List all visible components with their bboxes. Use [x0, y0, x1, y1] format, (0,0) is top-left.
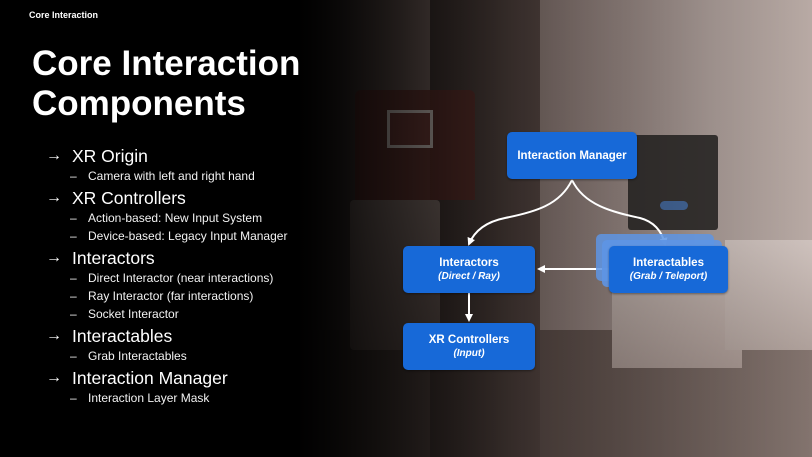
sub-bullet-label: Interaction Layer Mask [88, 391, 210, 405]
sub-bullet-label: Camera with left and right hand [88, 169, 255, 183]
node-subtitle: (Grab / Teleport) [629, 271, 708, 282]
node-title: Interaction Manager [517, 149, 627, 162]
bullet-item: → Interaction Manager [46, 367, 376, 389]
bullet-label: Interaction Manager [72, 367, 228, 388]
right-arrow-icon: → [46, 147, 62, 164]
node-title: Interactables [633, 257, 704, 269]
slide-title: Core Interaction Components [32, 44, 362, 124]
dash-icon: – [70, 271, 77, 285]
bullet-item: → Interactables [46, 325, 376, 347]
sub-bullet-item: –Action-based: New Input System [46, 209, 376, 227]
slide-title-line1: Core Interaction [32, 44, 301, 83]
sub-bullet-label: Direct Interactor (near interactions) [88, 271, 274, 285]
node-interaction-manager: Interaction Manager [507, 132, 637, 179]
dash-icon: – [70, 289, 77, 303]
node-title: XR Controllers [428, 334, 510, 346]
node-subtitle: (Direct / Ray) [438, 271, 500, 282]
right-arrow-icon: → [46, 327, 62, 344]
sub-bullet-label: Socket Interactor [88, 307, 179, 321]
bullet-label: Interactables [72, 325, 173, 346]
right-arrow-icon: → [46, 369, 62, 386]
sub-bullet-item: –Grab Interactables [46, 347, 376, 365]
slide-title-line2: Components [32, 84, 246, 123]
node-interactables: Interactables (Grab / Teleport) [609, 246, 728, 293]
node-title: Interactors [439, 257, 499, 269]
bullet-item: → XR Origin [46, 145, 376, 167]
arrow-manager-to-interactables [571, 179, 668, 246]
bullet-label: XR Origin [72, 145, 148, 166]
right-arrow-icon: → [46, 189, 62, 206]
dash-icon: – [70, 211, 77, 225]
bullet-item: → XR Controllers [46, 187, 376, 209]
sub-bullet-label: Grab Interactables [88, 349, 187, 363]
section-label: Core Interaction [29, 10, 99, 20]
sub-bullet-label: Ray Interactor (far interactions) [88, 289, 254, 303]
sub-bullet-item: –Socket Interactor [46, 305, 376, 323]
dash-icon: – [70, 169, 77, 183]
right-arrow-icon: → [46, 249, 62, 266]
bullet-item: → Interactors [46, 247, 376, 269]
sub-bullet-item: –Camera with left and right hand [46, 167, 376, 185]
sub-bullet-item: –Direct Interactor (near interactions) [46, 269, 376, 287]
dash-icon: – [70, 391, 77, 405]
sub-bullet-item: –Ray Interactor (far interactions) [46, 287, 376, 305]
sub-bullet-label: Device-based: Legacy Input Manager [88, 229, 288, 243]
dash-icon: – [70, 307, 77, 321]
dash-icon: – [70, 229, 77, 243]
sub-bullet-item: –Device-based: Legacy Input Manager [46, 227, 376, 245]
sub-bullet-label: Action-based: New Input System [88, 211, 263, 225]
bullet-list: →XR Origin –Camera with left and right h… [46, 143, 376, 407]
node-interactors: Interactors (Direct / Ray) [403, 246, 535, 293]
bullet-label: XR Controllers [72, 187, 186, 208]
dash-icon: – [70, 349, 77, 363]
sub-bullet-item: –Interaction Layer Mask [46, 389, 376, 407]
node-subtitle: (Input) [453, 348, 485, 359]
arrow-manager-to-interactors [467, 179, 573, 246]
bullet-label: Interactors [72, 247, 155, 268]
node-xr-controllers: XR Controllers (Input) [403, 323, 535, 370]
